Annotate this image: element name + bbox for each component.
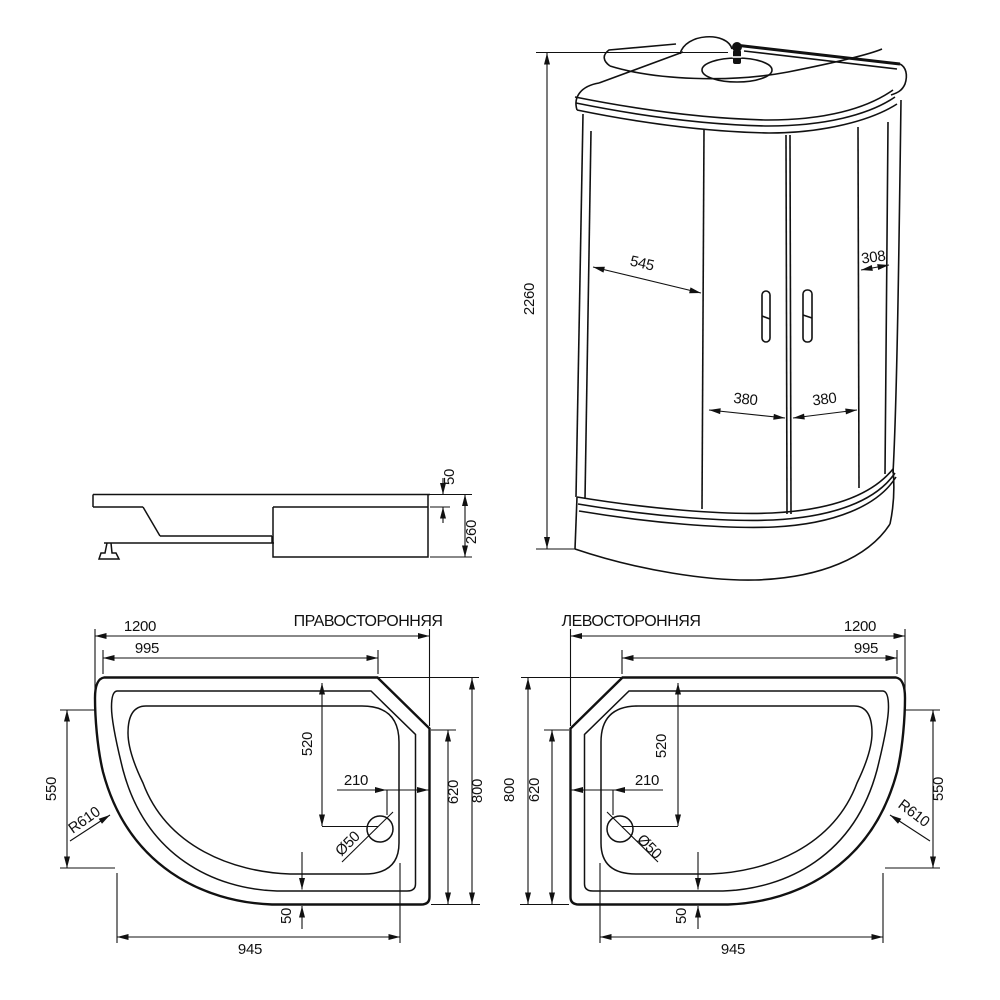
canopy-recess-left [603, 43, 677, 67]
canopy-rim-mid [575, 96, 896, 127]
dim-label-right-945: 945 [238, 941, 262, 958]
dim-label-rim-height: 50 [441, 469, 458, 485]
dim-label-left-50: 50 [673, 908, 690, 924]
drain-leader [341, 811, 394, 863]
body-left-outer-edge [575, 113, 584, 498]
dim-line-right-door [792, 408, 858, 420]
shower-dome [679, 36, 733, 55]
dim-label-left-550: 550 [930, 777, 947, 801]
dim-label-right-panel: 308 [860, 247, 886, 267]
dim-label-right-620: 620 [445, 780, 462, 804]
dim-label-right-drain: Ø50 [332, 828, 363, 859]
tray-skirt-bottom [574, 523, 891, 581]
door-gap-left-edge [785, 134, 788, 515]
tray-profile-box [272, 494, 429, 558]
door-handle-right [802, 289, 813, 343]
canopy-recess-front [609, 48, 883, 80]
dim-label-left-210: 210 [635, 772, 659, 789]
dim-label-right-50: 50 [278, 908, 295, 924]
tray-rim-contour [110, 690, 417, 892]
canopy-left-corner [575, 82, 600, 111]
dim-label-left-620: 620 [526, 778, 543, 802]
tray-rim-3 [578, 476, 897, 529]
dim-label-cabin-height: 2260 [521, 283, 538, 315]
dim-label-left-door: 380 [733, 390, 759, 409]
tray-leg [97, 542, 121, 560]
dim-label-right-995: 995 [135, 640, 159, 657]
dim-label-left-1200: 1200 [844, 618, 876, 635]
dim-label-right-520: 520 [299, 732, 316, 756]
door-gap-right-edge [789, 134, 792, 515]
panel-divider-right [857, 126, 860, 489]
dim-label-left-drain: Ø50 [633, 831, 664, 862]
door-handle-left [761, 290, 771, 343]
tray-rim-2 [577, 472, 896, 522]
cabin-front-view: 2260 545 308 380 380 [521, 36, 908, 581]
dim-label-left-945: 945 [721, 941, 745, 958]
body-right-inner-edge [884, 121, 889, 475]
dim-label-left-800: 800 [501, 778, 518, 802]
dim-label-right-1200: 1200 [124, 618, 156, 635]
dim-line-left-door [708, 408, 786, 420]
tray-profile-basin-slope [142, 506, 161, 537]
dim-label-left-panel: 545 [628, 253, 655, 275]
canopy-rim-top [574, 89, 894, 121]
canopy-back-edge-left [598, 51, 684, 84]
radius-leader [69, 814, 111, 842]
canopy-rim-bottom [576, 103, 898, 134]
body-right-outer-edge [892, 99, 902, 474]
plan-view-right-handed-labels: ПРАВОСТОРОННЯЯ 1200 995 550 R610 520 210… [43, 613, 486, 958]
top-knob-ball [732, 42, 742, 52]
dim-label-right-800: 800 [469, 779, 486, 803]
dim-label-right-210: 210 [344, 772, 368, 789]
dim-label-left-radius: R610 [895, 796, 933, 830]
plan-left-title: ЛЕВОСТОРОННЯЯ [562, 613, 701, 630]
dim-label-right-door: 380 [811, 390, 837, 410]
panel-divider-left [701, 128, 705, 510]
plan-view-left-handed-labels: ЛЕВОСТОРОННЯЯ 1200 995 800 620 520 210 Ø… [501, 613, 947, 958]
tray-outer-contour [93, 676, 431, 906]
body-left-inner-edge [584, 130, 592, 500]
tray-skirt-left-edge [574, 496, 578, 550]
dim-label-left-520: 520 [653, 734, 670, 758]
dim-label-right-550: 550 [43, 777, 60, 801]
dim-line-right-panel [860, 264, 890, 271]
drain-circle [366, 815, 394, 843]
dim-label-tray-height: 260 [463, 520, 480, 544]
canopy-back-edge-right [734, 43, 901, 66]
tray-side-view: 50 260 [92, 469, 480, 560]
canopy-back-edge-right-inner [743, 50, 898, 70]
dim-line-left-panel [592, 266, 702, 294]
canopy-right-corner [890, 63, 908, 96]
tray-skirt-right-edge [889, 468, 895, 525]
plan-view-geometry-mirrored [520, 629, 940, 943]
dim-label-left-995: 995 [854, 640, 878, 657]
plan-view-geometry [60, 629, 480, 943]
tray-basin-contour [127, 705, 400, 875]
tray-rim-1 [576, 468, 894, 515]
plan-right-title: ПРАВОСТОРОННЯЯ [294, 613, 443, 630]
